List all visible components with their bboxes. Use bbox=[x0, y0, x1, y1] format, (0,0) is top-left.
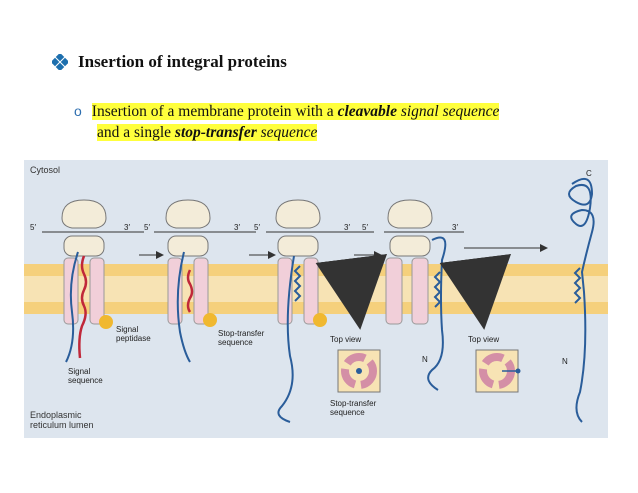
svg-text:Stop-transfer: Stop-transfer bbox=[330, 399, 377, 408]
translocon-right bbox=[89, 257, 105, 325]
svg-text:Top view: Top view bbox=[330, 335, 361, 344]
svg-text:3′: 3′ bbox=[234, 223, 240, 232]
signal-sequence-helix bbox=[78, 255, 88, 359]
stage-1 bbox=[61, 199, 113, 363]
ribosome-small-subunit bbox=[63, 235, 105, 257]
svg-text:Top view: Top view bbox=[468, 335, 499, 344]
svg-text:C: C bbox=[586, 169, 592, 178]
svg-text:N: N bbox=[422, 355, 428, 364]
svg-text:sequence: sequence bbox=[330, 408, 365, 417]
svg-text:3′: 3′ bbox=[124, 223, 130, 232]
svg-text:Stop-transfer: Stop-transfer bbox=[218, 329, 265, 338]
ribosome-large-subunit bbox=[61, 199, 107, 229]
svg-text:peptidase: peptidase bbox=[116, 334, 151, 343]
nascent-chain bbox=[65, 251, 79, 363]
svg-text:5′: 5′ bbox=[362, 223, 368, 232]
svg-text:N: N bbox=[562, 357, 568, 366]
stage-4 bbox=[385, 199, 512, 391]
diamond-bullet-icon bbox=[52, 54, 68, 70]
green-arrow-2 bbox=[439, 253, 512, 330]
svg-text:Signal: Signal bbox=[116, 325, 138, 334]
lumen-label-2: reticulum lumen bbox=[30, 420, 94, 430]
mature-chain bbox=[568, 177, 595, 423]
svg-text:5′: 5′ bbox=[254, 223, 260, 232]
top-view-box-2 bbox=[475, 349, 521, 393]
circle-bullet-icon: o bbox=[74, 103, 82, 119]
green-arrow-1 bbox=[315, 253, 388, 330]
membrane-insertion-figure: Cytosol Endoplasmic reticulum lumen 5′ 3… bbox=[24, 160, 608, 438]
top-view-box-1 bbox=[337, 349, 381, 393]
subpoint-line-2: and a single stop-transfer sequence bbox=[97, 124, 318, 141]
cytosol-label: Cytosol bbox=[30, 165, 60, 175]
svg-text:5′: 5′ bbox=[30, 223, 36, 232]
stage-2 bbox=[165, 199, 217, 363]
stage-5 bbox=[568, 177, 595, 423]
slide-heading: Insertion of integral proteins bbox=[78, 52, 287, 71]
stage-3 bbox=[275, 199, 388, 423]
svg-text:5′: 5′ bbox=[144, 223, 150, 232]
svg-text:sequence: sequence bbox=[68, 376, 103, 385]
svg-text:Signal: Signal bbox=[68, 367, 90, 376]
svg-text:3′: 3′ bbox=[452, 223, 458, 232]
svg-text:3′: 3′ bbox=[344, 223, 350, 232]
svg-text:sequence: sequence bbox=[218, 338, 253, 347]
signal-peptidase bbox=[99, 315, 113, 329]
lumen-label-1: Endoplasmic bbox=[30, 410, 82, 420]
heading-row: Insertion of integral proteins bbox=[52, 52, 287, 72]
